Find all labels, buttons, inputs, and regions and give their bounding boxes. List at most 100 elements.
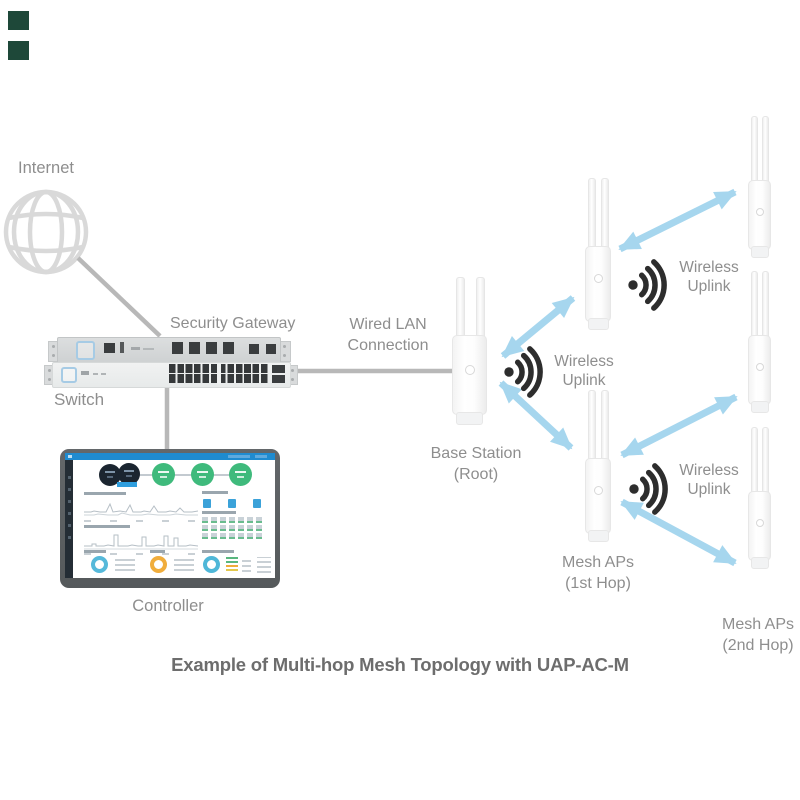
widget-legend <box>174 559 194 571</box>
chassis-marking <box>81 371 89 375</box>
wired-lan-label-line2: Connection <box>347 337 429 354</box>
wireless-links <box>498 188 738 567</box>
donut-chart-orange <box>150 556 167 573</box>
ubiquiti-logo <box>756 363 764 371</box>
ap-antenna <box>751 116 758 186</box>
ap-antenna <box>762 116 769 186</box>
colored-legend <box>226 557 238 559</box>
download-icon <box>228 499 236 508</box>
mesh-ap-2nd-hop-middle <box>748 271 771 413</box>
download-icon <box>253 499 261 508</box>
ap-mount-cap <box>751 246 769 258</box>
widget-legend <box>242 558 251 572</box>
wireless-uplink-line1: Wireless <box>554 353 614 370</box>
ubiquiti-logo <box>594 486 603 495</box>
security-gateway-label: Security Gateway <box>170 315 296 332</box>
base-station-ap <box>452 277 487 427</box>
mesh-ap-1st-hop-bottom <box>585 390 611 542</box>
ap-antenna <box>456 277 465 341</box>
status-circle-green <box>191 463 214 486</box>
ap-mount-cap <box>588 530 609 542</box>
donut-chart-blue <box>91 556 108 573</box>
sidebar-icons <box>67 467 71 539</box>
ap-antenna <box>588 390 596 464</box>
throughput-chart <box>84 502 198 516</box>
base-station-label: Base Station (Root) <box>424 443 528 485</box>
wired-lan-label-line1: Wired LAN <box>349 316 427 333</box>
top-bar-control <box>255 455 267 458</box>
wireless-uplink-label-3: Wireless Uplink <box>672 461 746 499</box>
ap-mount-cap <box>751 401 769 413</box>
switch-label: Switch <box>54 390 105 409</box>
panel-title <box>202 491 228 494</box>
ap-body <box>585 246 611 322</box>
wireless-uplink-line2: Uplink <box>687 278 731 295</box>
ap-mount-cap <box>751 557 769 569</box>
lan-ports <box>172 342 234 354</box>
chassis-marking <box>101 373 106 375</box>
ap-antenna <box>751 427 758 497</box>
sfp-ports <box>249 344 276 354</box>
mesh-ap-2nd-hop-top <box>748 116 771 258</box>
chart-axis-labels <box>84 553 198 555</box>
screenshot-artifact-marker <box>8 41 29 60</box>
device-status-grid <box>202 517 265 541</box>
diagram-caption: Example of Multi-hop Mesh Topology with … <box>171 654 629 675</box>
wan-port <box>104 343 115 353</box>
sfp-port <box>272 375 285 383</box>
status-circle-green <box>152 463 175 486</box>
chassis-marking <box>143 348 154 350</box>
mesh-ap-2nd-hop-bottom <box>748 427 771 569</box>
uplink-arrow-1sthop-to-2ndhop-top <box>618 188 737 253</box>
internet-to-gateway-line <box>76 256 162 338</box>
mesh-1st-hop-line2: (1st Hop) <box>565 575 631 592</box>
ap-body <box>585 458 611 534</box>
widget-text-block <box>257 557 271 573</box>
rack-ear <box>279 341 291 362</box>
wifi-signal-icon <box>504 346 543 398</box>
ap-antenna <box>476 277 485 341</box>
console-port <box>120 342 124 353</box>
mesh-ap-1st-hop-top <box>585 178 611 330</box>
uplink-arrow-1sthop-to-2ndhop-middle <box>620 393 738 459</box>
top-bar-control <box>228 455 250 458</box>
mesh-2nd-hop-label: Mesh APs (2nd Hop) <box>714 614 800 656</box>
ap-antenna <box>751 271 758 341</box>
ap-mount-cap <box>588 318 609 330</box>
status-circle-green <box>229 463 252 486</box>
ubiquiti-logo <box>594 274 603 283</box>
ubiquiti-logo <box>756 519 764 527</box>
screenshot-artifact-marker <box>8 11 29 30</box>
chart-title <box>84 525 130 528</box>
chart-axis-labels <box>84 520 198 522</box>
ap-antenna <box>762 271 769 341</box>
wireless-uplink-line1: Wireless <box>679 259 739 276</box>
status-circle-dark <box>118 463 140 485</box>
wired-lan-label: Wired LAN Connection <box>340 314 436 356</box>
status-circle-dark <box>99 464 121 486</box>
ap-antenna <box>588 178 596 252</box>
controller-device <box>60 449 280 588</box>
ubiquiti-logo <box>465 365 475 375</box>
wireless-uplink-line1: Wireless <box>679 462 739 479</box>
dashboard-logo <box>68 455 72 458</box>
mesh-1st-hop-label: Mesh APs (1st Hop) <box>555 552 641 594</box>
ap-antenna <box>601 178 609 252</box>
widget-legend <box>115 559 135 571</box>
controller-label: Controller <box>132 597 204 615</box>
wireless-uplink-label-1: Wireless Uplink <box>548 352 620 390</box>
ubiquiti-logo-badge <box>61 367 77 383</box>
internet-globe-icon <box>3 189 89 275</box>
dashboard-top-bar <box>65 453 275 460</box>
widget-title <box>84 550 106 553</box>
donut-chart-teal <box>203 556 220 573</box>
base-station-label-line2: (Root) <box>453 466 499 483</box>
wifi-signal-icon <box>629 463 668 515</box>
chart-title <box>84 492 126 495</box>
uplink-arrow-base-to-1sthop-top <box>500 295 576 359</box>
uplink-arrow-1sthop-to-2ndhop-bottom <box>620 498 737 567</box>
mesh-2nd-hop-line2: (2nd Hop) <box>722 637 794 654</box>
panel-title <box>202 511 236 514</box>
wireless-uplink-label-2: Wireless Uplink <box>672 258 746 296</box>
